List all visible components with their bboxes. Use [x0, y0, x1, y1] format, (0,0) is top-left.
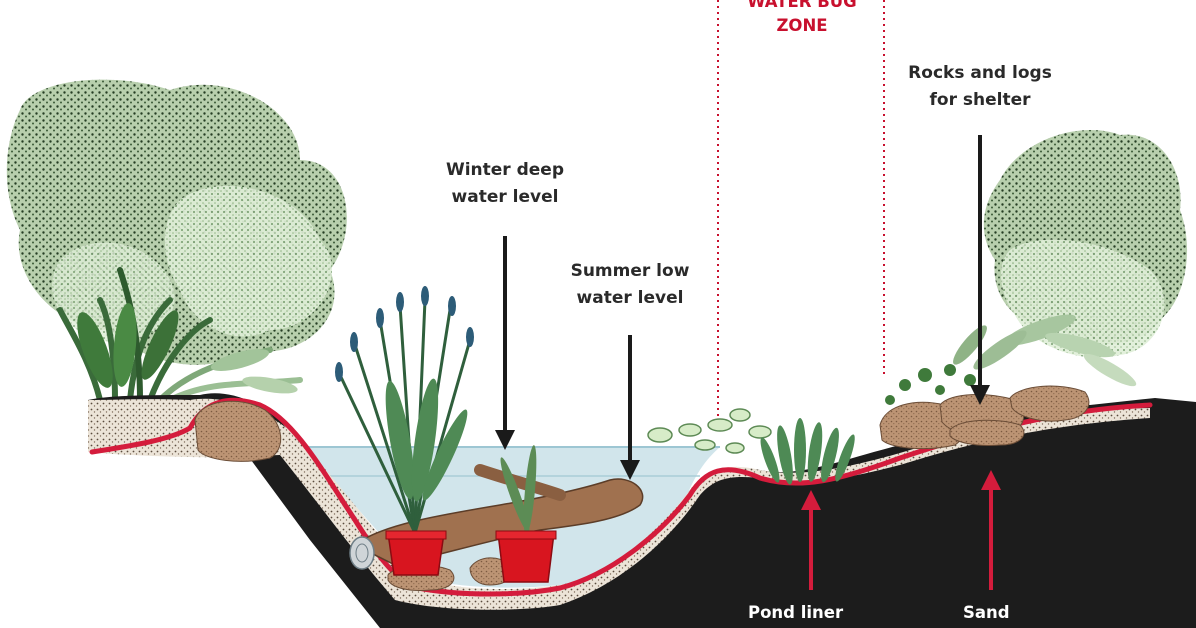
reeds [760, 418, 855, 485]
pond-liner-text: Pond liner [748, 603, 844, 622]
water-bug-zone-line-2: ZONE [776, 16, 828, 35]
summer-low-water-label: Summer low water level [535, 258, 725, 312]
rock-shelter-plants [885, 364, 976, 405]
sand-text: Sand [963, 603, 1010, 622]
pond-liner-line [89, 397, 1153, 597]
winter-deep-line-1: Winter deep [445, 160, 565, 180]
submerged-line-3: for algal growth [112, 602, 262, 621]
potted-plant-right [495, 445, 557, 583]
right-shrub [983, 130, 1188, 358]
pond-liner-label: Pond liner [748, 600, 843, 626]
water-bug-zone-line-1: WATER BUG [747, 0, 857, 11]
floating-plants [647, 408, 772, 454]
rocks-logs-line-1: Rocks and logs [908, 63, 1052, 83]
rocks-logs-shelter-label: Rocks and logs for shelter [880, 60, 1080, 114]
winter-deep-line-2: water level [451, 187, 559, 207]
sand-label: Sand [963, 600, 1010, 626]
winter-deep-water-label: Winter deep water level [410, 157, 600, 211]
water-bug-zone-boundary [717, 0, 885, 420]
water-bug-zone-label: WATER BUG ZONE [720, 0, 884, 38]
left-bank-leaves [77, 303, 298, 394]
submerged-logs-label: Submerged logs and rocks for algal growt… [112, 547, 262, 625]
submerged-line-2: logs and rocks [112, 576, 247, 595]
rocks-logs-line-2: for shelter [929, 90, 1031, 110]
summer-low-line-1: Summer low [570, 261, 690, 281]
potted-plant-left [335, 286, 474, 576]
summer-low-line-2: water level [576, 288, 684, 308]
submerged-line-1: Submerged [112, 550, 219, 569]
rocks [194, 385, 1090, 591]
right-bank-plants [953, 314, 1137, 387]
